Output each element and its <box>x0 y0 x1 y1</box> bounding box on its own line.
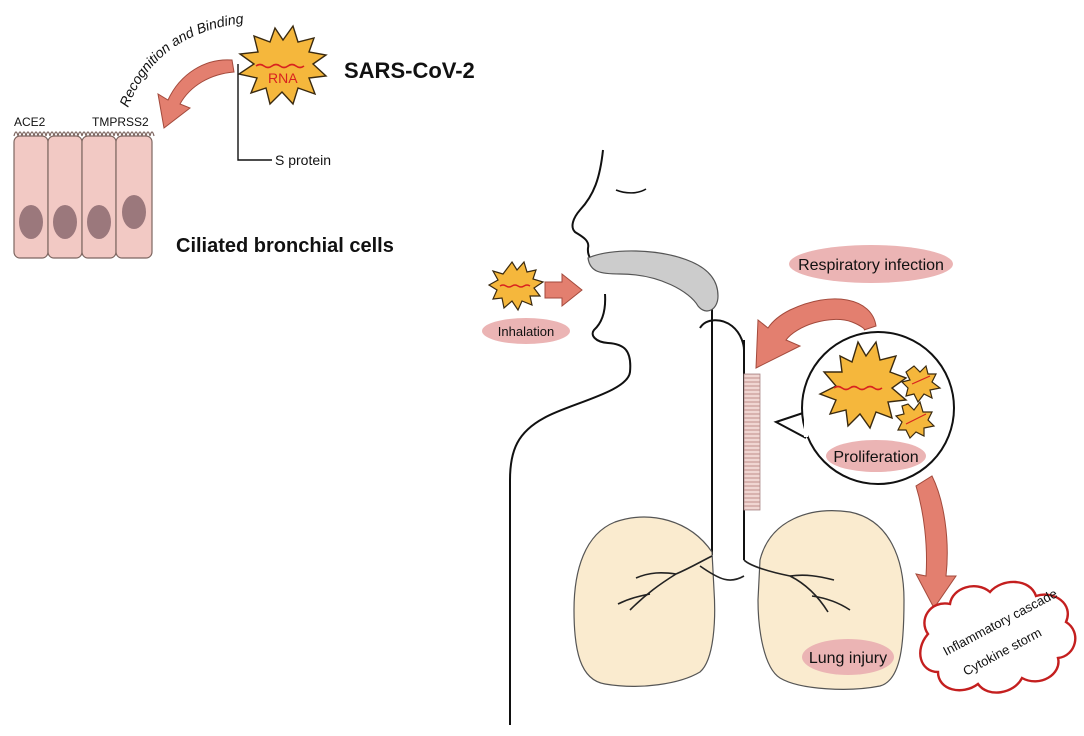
cilia <box>13 131 155 137</box>
lung-injury-pill <box>802 639 894 675</box>
virus-name-label: SARS-CoV-2 <box>344 58 475 83</box>
inhalation-arrow <box>544 272 583 308</box>
tmprss2-label: TMPRSS2 <box>92 115 149 129</box>
nucleus <box>19 205 43 239</box>
ciliated-cells-label: Ciliated bronchial cells <box>176 235 394 257</box>
cell-1 <box>13 135 49 259</box>
s-protein-leader-line <box>237 64 272 161</box>
respiratory-infection-pill <box>789 245 953 283</box>
proliferation-label: Proliferation <box>833 449 918 466</box>
inhaled-virus <box>487 260 545 312</box>
respiratory-infection-label: Respiratory infection <box>798 257 944 274</box>
infection-arrow <box>755 298 877 369</box>
cascade-arrow <box>915 475 957 609</box>
recognition-arrow <box>157 59 235 129</box>
cell-3 <box>81 135 117 259</box>
s-protein-label: S protein <box>275 152 331 168</box>
rna-label: RNA <box>268 70 298 86</box>
proliferation-bubble-tail <box>773 411 807 439</box>
inflammation-cloud <box>919 580 1077 694</box>
nucleus <box>87 205 111 239</box>
inhalation-pill <box>482 318 570 344</box>
lung-injury-label: Lung injury <box>809 650 887 667</box>
cell-2 <box>47 135 83 259</box>
airway-passage <box>587 250 719 312</box>
left-lung <box>573 516 716 687</box>
trachea <box>743 373 761 511</box>
ciliated-cell-panel: ACE2 TMPRSS2 Ciliated bronchial cells <box>13 115 394 259</box>
sars-cov-2-virus: RNA <box>237 24 328 106</box>
proliferation-pill <box>826 440 926 472</box>
bronchi <box>617 555 851 613</box>
throat <box>699 319 745 360</box>
proliferating-virus-small <box>900 364 942 404</box>
proliferating-virus-large <box>818 340 908 430</box>
nucleus <box>122 195 146 229</box>
ace2-label: ACE2 <box>14 115 46 129</box>
inhalation-label: Inhalation <box>498 324 554 339</box>
nucleus <box>53 205 77 239</box>
